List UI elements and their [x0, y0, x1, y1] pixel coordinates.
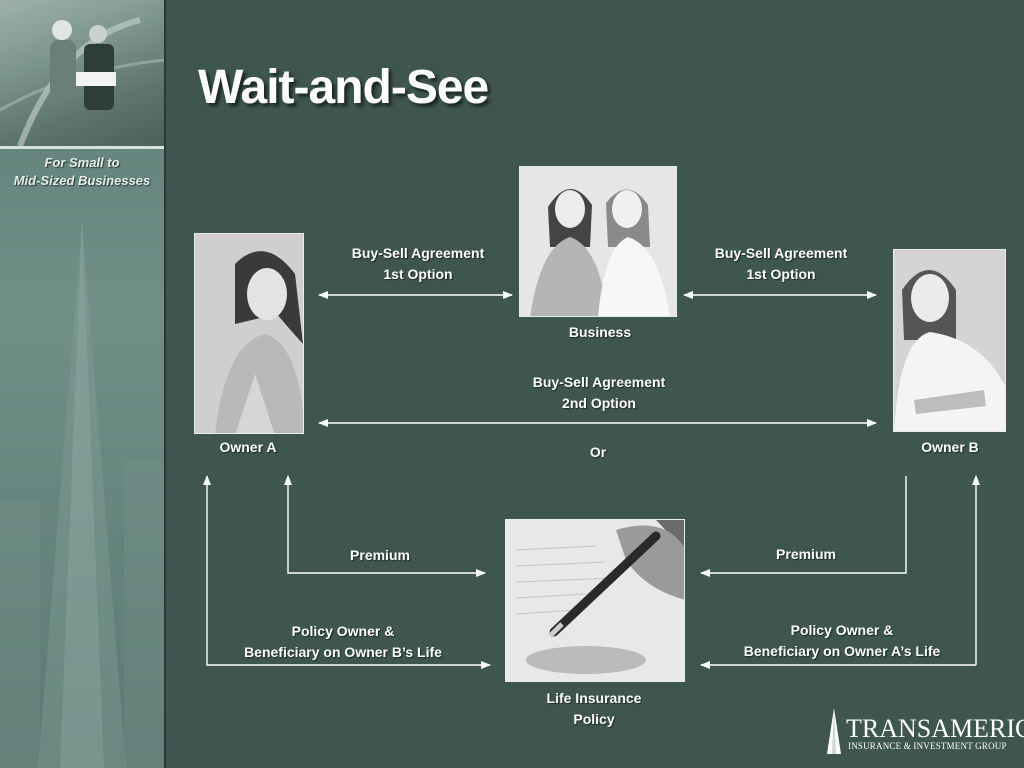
label-or: Or — [589, 444, 607, 460]
label-owner-a: Owner A — [219, 439, 277, 455]
label-line: 1st Option — [383, 266, 453, 282]
logo-name: TRANSAMERICA — [846, 714, 1024, 743]
label-premium-left: Premium — [350, 547, 410, 563]
label-line: Beneficiary on Owner B’s Life — [244, 644, 442, 660]
label-owner-b: Owner B — [921, 439, 979, 455]
label-line: Buy-Sell Agreement — [532, 374, 666, 390]
label-line: Life Insurance — [546, 690, 642, 706]
page-title: Wait-and-See — [198, 61, 489, 114]
transamerica-logo: TRANSAMERICA INSURANCE & INVESTMENT GROU… — [824, 708, 1024, 756]
label-premium-right: Premium — [776, 546, 836, 562]
label-line: Beneficiary on Owner A’s Life — [743, 643, 941, 659]
life-insurance-policy-photo — [505, 519, 685, 682]
label-business: Business — [568, 324, 632, 340]
sidebar-tagline: For Small to Mid-Sized Businesses — [6, 154, 158, 190]
label-line: Policy Owner & — [291, 623, 395, 639]
sidebar-business-photo — [0, 0, 164, 149]
label-buy-sell-1st-left: Buy-Sell Agreement 1st Option — [336, 243, 500, 285]
tower-watermark — [0, 200, 164, 768]
pyramid-logo-icon — [827, 708, 841, 754]
label-line: Buy-Sell Agreement — [351, 245, 485, 261]
label-buy-sell-1st-right: Buy-Sell Agreement 1st Option — [699, 243, 863, 285]
tagline-line-1: For Small to — [44, 155, 120, 170]
owner-a-photo — [194, 233, 304, 434]
label-life-insurance-policy: Life Insurance Policy — [524, 688, 664, 730]
label-line: Policy — [573, 711, 615, 727]
sidebar: For Small to Mid-Sized Businesses — [0, 0, 166, 768]
label-buy-sell-2nd: Buy-Sell Agreement 2nd Option — [517, 372, 681, 414]
label-line: 2nd Option — [562, 395, 636, 411]
logo-subtitle: INSURANCE & INVESTMENT GROUP — [848, 741, 1007, 751]
label-line: Policy Owner & — [790, 622, 894, 638]
label-policy-owner-left: Policy Owner & Beneficiary on Owner B’s … — [232, 621, 454, 663]
label-policy-owner-right: Policy Owner & Beneficiary on Owner A’s … — [731, 620, 953, 662]
business-photo — [519, 166, 677, 317]
label-line: Buy-Sell Agreement — [714, 245, 848, 261]
tagline-line-2: Mid-Sized Businesses — [13, 173, 151, 188]
label-line: 1st Option — [746, 266, 816, 282]
owner-b-photo — [893, 249, 1006, 432]
